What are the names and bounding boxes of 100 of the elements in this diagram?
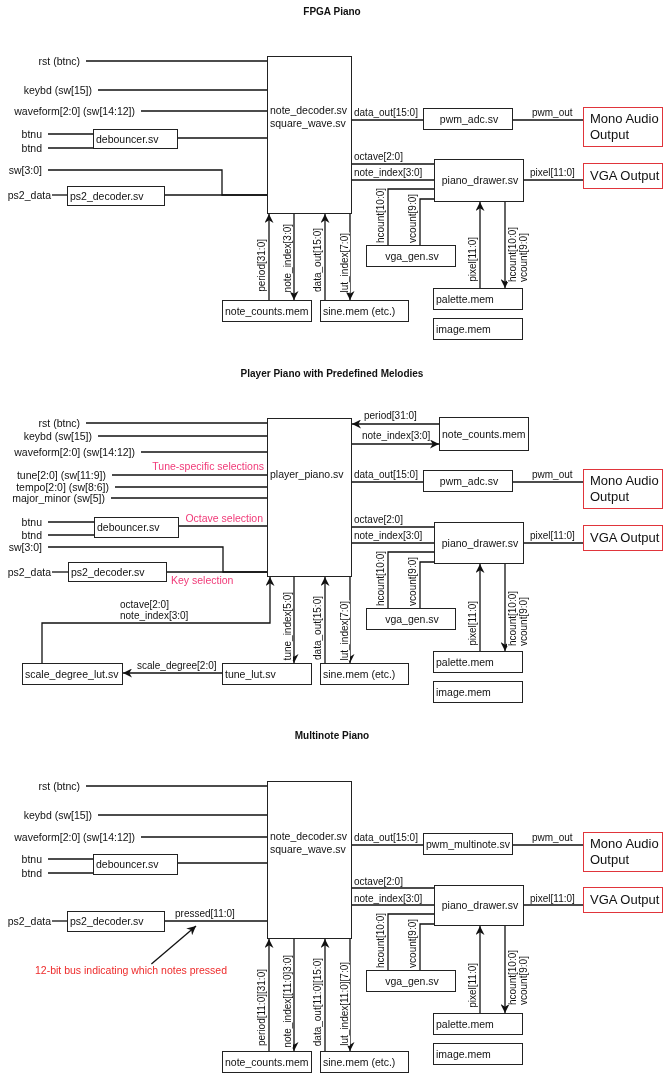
wire: [85, 422, 268, 424]
wire: [523, 179, 584, 181]
signal-name: data_out[15:0]: [354, 469, 418, 480]
wire: [387, 551, 435, 609]
module-box: [433, 1043, 523, 1065]
module-box: [439, 417, 529, 451]
signal-arrow: [289, 213, 299, 301]
module-box: [434, 159, 524, 202]
signal-label: rst (btnc): [38, 55, 80, 67]
module-box: [93, 854, 178, 875]
wire: [351, 844, 424, 846]
wire: [387, 913, 435, 971]
signal-name: note_index[3:0]: [362, 430, 431, 441]
signal-name: vcount[9:0]: [407, 194, 418, 243]
module-box: [433, 288, 523, 310]
signal-arrow: [500, 201, 510, 289]
module-name: note_decoder.sv: [270, 104, 348, 117]
output-label: VGA Output: [590, 892, 660, 908]
signal-name: pressed[11:0]: [175, 908, 235, 919]
module-name: debouncer.sv: [97, 521, 160, 534]
wire: [110, 497, 268, 499]
signal-label: btnd: [21, 867, 42, 879]
wire: [351, 119, 424, 121]
signal-name: data_out[15:0]: [354, 107, 418, 118]
wire: [166, 571, 268, 573]
wire: [85, 60, 268, 62]
signal-arrow: [345, 213, 355, 301]
output-box: [583, 107, 663, 147]
wire: [47, 147, 94, 149]
signal-name: scale_degree[2:0]: [137, 660, 217, 671]
signal-name: note_index[3:0]: [354, 167, 423, 178]
output-box: [583, 525, 663, 551]
signal-name: vcount[9:0]: [407, 557, 418, 606]
signal-name: vcount[9:0]: [407, 919, 418, 968]
module-box: [67, 911, 165, 932]
module-box: [423, 470, 513, 492]
wire: [523, 904, 584, 906]
module-box: [94, 517, 179, 538]
wire: [47, 521, 95, 523]
wire: [140, 836, 268, 838]
module-box: [433, 681, 523, 703]
signal-label: keybd (sw[15]): [23, 809, 92, 821]
module-box: [320, 1051, 409, 1073]
module-box: [267, 56, 352, 214]
signal-label: btnu: [21, 853, 42, 865]
wire: [512, 119, 584, 121]
signal-name: pixel[11:0]: [530, 893, 575, 904]
signal-arrow: [264, 938, 274, 1052]
signal-name: pwm_out: [532, 469, 573, 480]
signal-name: octave[2:0]: [354, 876, 403, 887]
module-name: image.mem: [436, 685, 491, 699]
signal-name: data_out[15:0]: [312, 228, 323, 292]
module-name: pwm_multinote.sv: [426, 837, 511, 851]
module-name: palette.mem: [436, 1017, 494, 1031]
signal-name: lut_index[7:0]: [339, 232, 350, 292]
wire: [351, 904, 435, 906]
signal-label: btnu: [21, 516, 42, 528]
leader-line: [150, 925, 197, 965]
signal-name: pixel[11:0]: [467, 963, 478, 1008]
wire: [164, 194, 268, 196]
signal-name: tune_index[5:0]: [282, 591, 293, 660]
signal-arrow: [475, 201, 485, 289]
signal-arrow: [41, 576, 275, 664]
wire: [351, 481, 424, 483]
module-name: image.mem: [436, 1047, 491, 1061]
module-name: pwm_adc.sv: [439, 112, 499, 126]
module-box: [67, 186, 165, 206]
module-box: [222, 663, 312, 685]
module-name: debouncer.sv: [96, 858, 159, 871]
signal-name: hcount[10:0]: [375, 912, 386, 968]
module-box: [366, 970, 456, 992]
module-name: ps2_decoder.sv: [71, 565, 145, 579]
wire: [512, 844, 584, 846]
annotation-text: Tune-specific selections: [152, 460, 264, 472]
signal-arrow: [320, 213, 330, 301]
module-name: piano_drawer.sv: [441, 899, 519, 912]
module-box: [320, 300, 409, 322]
signal-label: sw[3:0]: [8, 164, 42, 176]
section-title: FPGA Piano: [303, 6, 361, 18]
wire: [387, 188, 435, 246]
signal-name: note_index[[11:0]3:0]: [282, 955, 293, 1048]
signal-name: lut_index[7:0]: [339, 600, 350, 660]
module-name: note_decoder.sv: [270, 830, 348, 843]
signal-label: btnu: [21, 128, 42, 140]
module-name: palette.mem: [436, 292, 494, 306]
module-box: [433, 1013, 523, 1035]
wire: [47, 133, 94, 135]
signal-label: btnd: [21, 142, 42, 154]
wire: [177, 137, 268, 139]
signal-label: waveform[2:0] (sw[14:12]): [14, 105, 135, 117]
wire: [178, 525, 268, 527]
wire: [351, 179, 435, 181]
signal-arrow: [475, 563, 485, 652]
wire: [47, 858, 94, 860]
wire: [351, 163, 435, 165]
signal-label: keybd (sw[15]): [23, 84, 92, 96]
signal-name: period[11:0][31:0]: [256, 968, 267, 1046]
signal-name: period[31:0]: [364, 410, 417, 421]
wire: [419, 561, 435, 609]
module-box: [433, 651, 523, 673]
